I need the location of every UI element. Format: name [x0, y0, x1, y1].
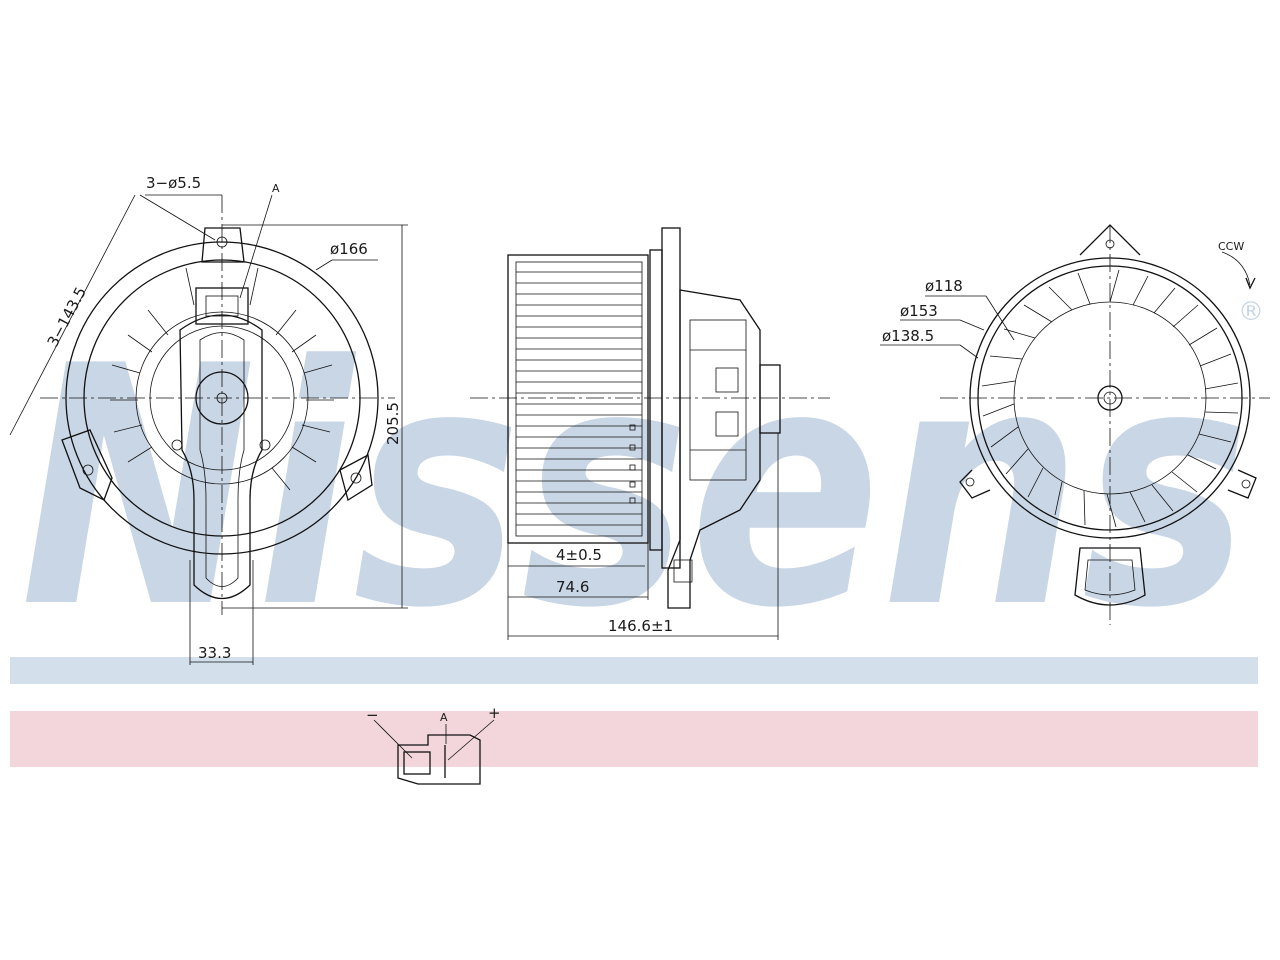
connector-schematic [373, 719, 495, 785]
offset-label: 33.3 [198, 644, 231, 662]
side-view [470, 227, 830, 640]
diameter-138-label: ø138.5 [882, 327, 934, 345]
front-view [9, 194, 408, 665]
blower-blades [981, 269, 1239, 528]
rear-view [880, 224, 1270, 625]
height-label: 205.5 [384, 402, 402, 445]
connector-ref-label: A [272, 182, 280, 195]
connector-plus-label: + [488, 704, 501, 722]
pink-band [10, 711, 1258, 767]
outer-diameter-label: ø166 [330, 240, 368, 258]
holes-label: 3−ø5.5 [146, 174, 201, 192]
rotation-label: CCW [1218, 240, 1244, 253]
blue-band [10, 657, 1258, 684]
fan-blades [516, 271, 642, 526]
diameter-118-label: ø118 [925, 277, 963, 295]
registered-mark: ® [1238, 297, 1264, 327]
overall-length-label: 146.6±1 [608, 617, 673, 635]
wheel-height-label: 74.6 [556, 578, 589, 596]
shaft-label: 4±0.5 [556, 546, 602, 564]
diameter-153-label: ø153 [900, 302, 938, 320]
connector-a-label: A [440, 711, 448, 724]
housing-ribs [110, 267, 334, 491]
terminal-pins [629, 424, 636, 504]
connector-minus-label: − [366, 706, 379, 724]
